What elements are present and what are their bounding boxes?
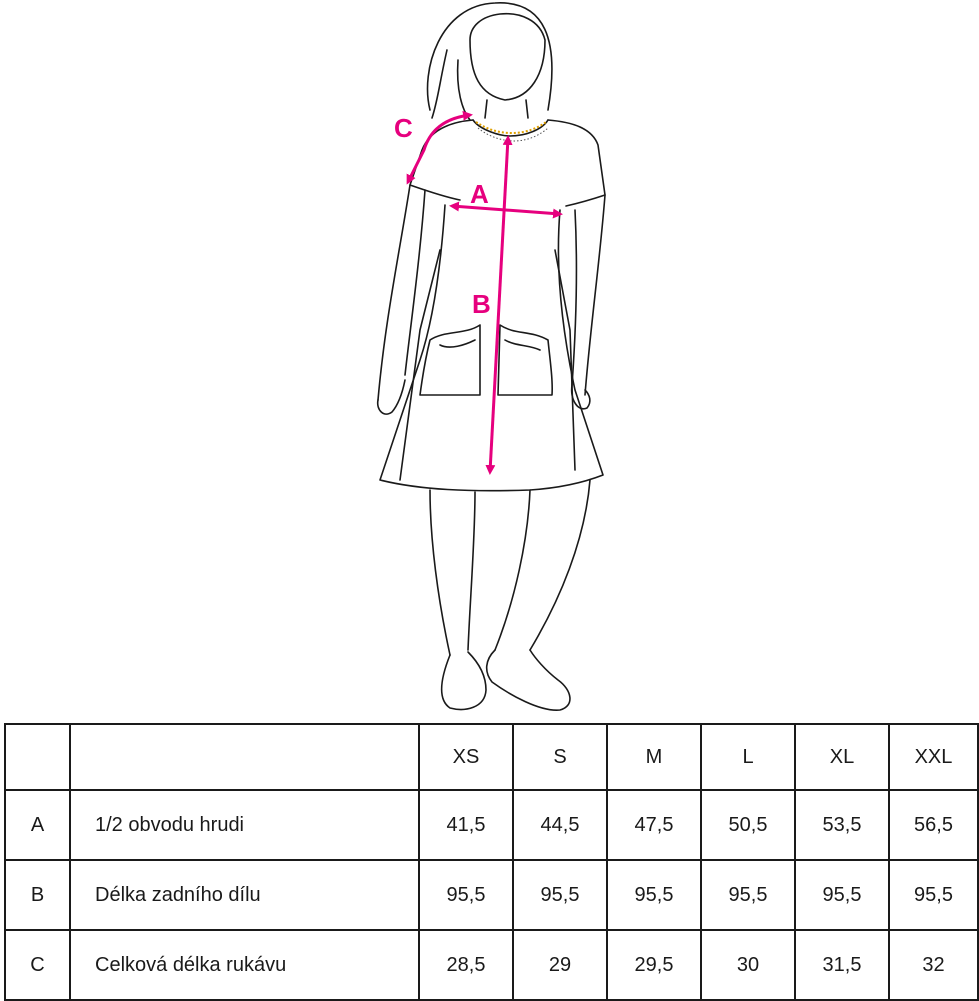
arrow-c <box>406 110 473 185</box>
value-cell: 31,5 <box>794 929 890 1001</box>
value-cell: 29 <box>512 929 608 1001</box>
value-cell: 47,5 <box>606 789 702 861</box>
size-header-l: L <box>700 723 796 791</box>
size-table: XS S M L XL XXL A 1/2 obvodu hrudi 41,5 … <box>4 723 979 1001</box>
value-cell: 95,5 <box>512 859 608 931</box>
label-header-cell <box>69 723 420 791</box>
table-row: C Celková délka rukávu 28,5 29 29,5 30 3… <box>4 929 979 1001</box>
marker-a-label: A <box>470 179 489 209</box>
figure-outline <box>376 2 606 711</box>
value-cell: 28,5 <box>418 929 514 1001</box>
measure-arrows <box>406 110 563 475</box>
value-cell: 53,5 <box>794 789 890 861</box>
row-key: A <box>4 789 71 861</box>
marker-c-label: C <box>394 113 413 143</box>
row-label: 1/2 obvodu hrudi <box>69 789 420 861</box>
value-cell: 56,5 <box>888 789 979 861</box>
row-key: C <box>4 929 71 1001</box>
table-header-row: XS S M L XL XXL <box>4 723 979 791</box>
dress-measurement-illustration: A B C <box>376 2 606 711</box>
value-cell: 32 <box>888 929 979 1001</box>
size-header-xxl: XXL <box>888 723 979 791</box>
value-cell: 95,5 <box>794 859 890 931</box>
size-header-xs: XS <box>418 723 514 791</box>
value-cell: 95,5 <box>888 859 979 931</box>
value-cell: 41,5 <box>418 789 514 861</box>
row-label: Délka zadního dílu <box>69 859 420 931</box>
table-row: A 1/2 obvodu hrudi 41,5 44,5 47,5 50,5 5… <box>4 789 979 861</box>
table-row: B Délka zadního dílu 95,5 95,5 95,5 95,5… <box>4 859 979 931</box>
value-cell: 95,5 <box>606 859 702 931</box>
value-cell: 95,5 <box>700 859 796 931</box>
size-header-m: M <box>606 723 702 791</box>
value-cell: 44,5 <box>512 789 608 861</box>
size-header-s: S <box>512 723 608 791</box>
arrow-a <box>449 201 563 219</box>
neckline-stitching <box>475 121 549 142</box>
corner-cell <box>4 723 71 791</box>
row-key: B <box>4 859 71 931</box>
value-cell: 29,5 <box>606 929 702 1001</box>
value-cell: 95,5 <box>418 859 514 931</box>
marker-b-label: B <box>472 289 491 319</box>
row-label: Celková délka rukávu <box>69 929 420 1001</box>
arrow-b <box>485 135 513 475</box>
value-cell: 30 <box>700 929 796 1001</box>
value-cell: 50,5 <box>700 789 796 861</box>
size-header-xl: XL <box>794 723 890 791</box>
